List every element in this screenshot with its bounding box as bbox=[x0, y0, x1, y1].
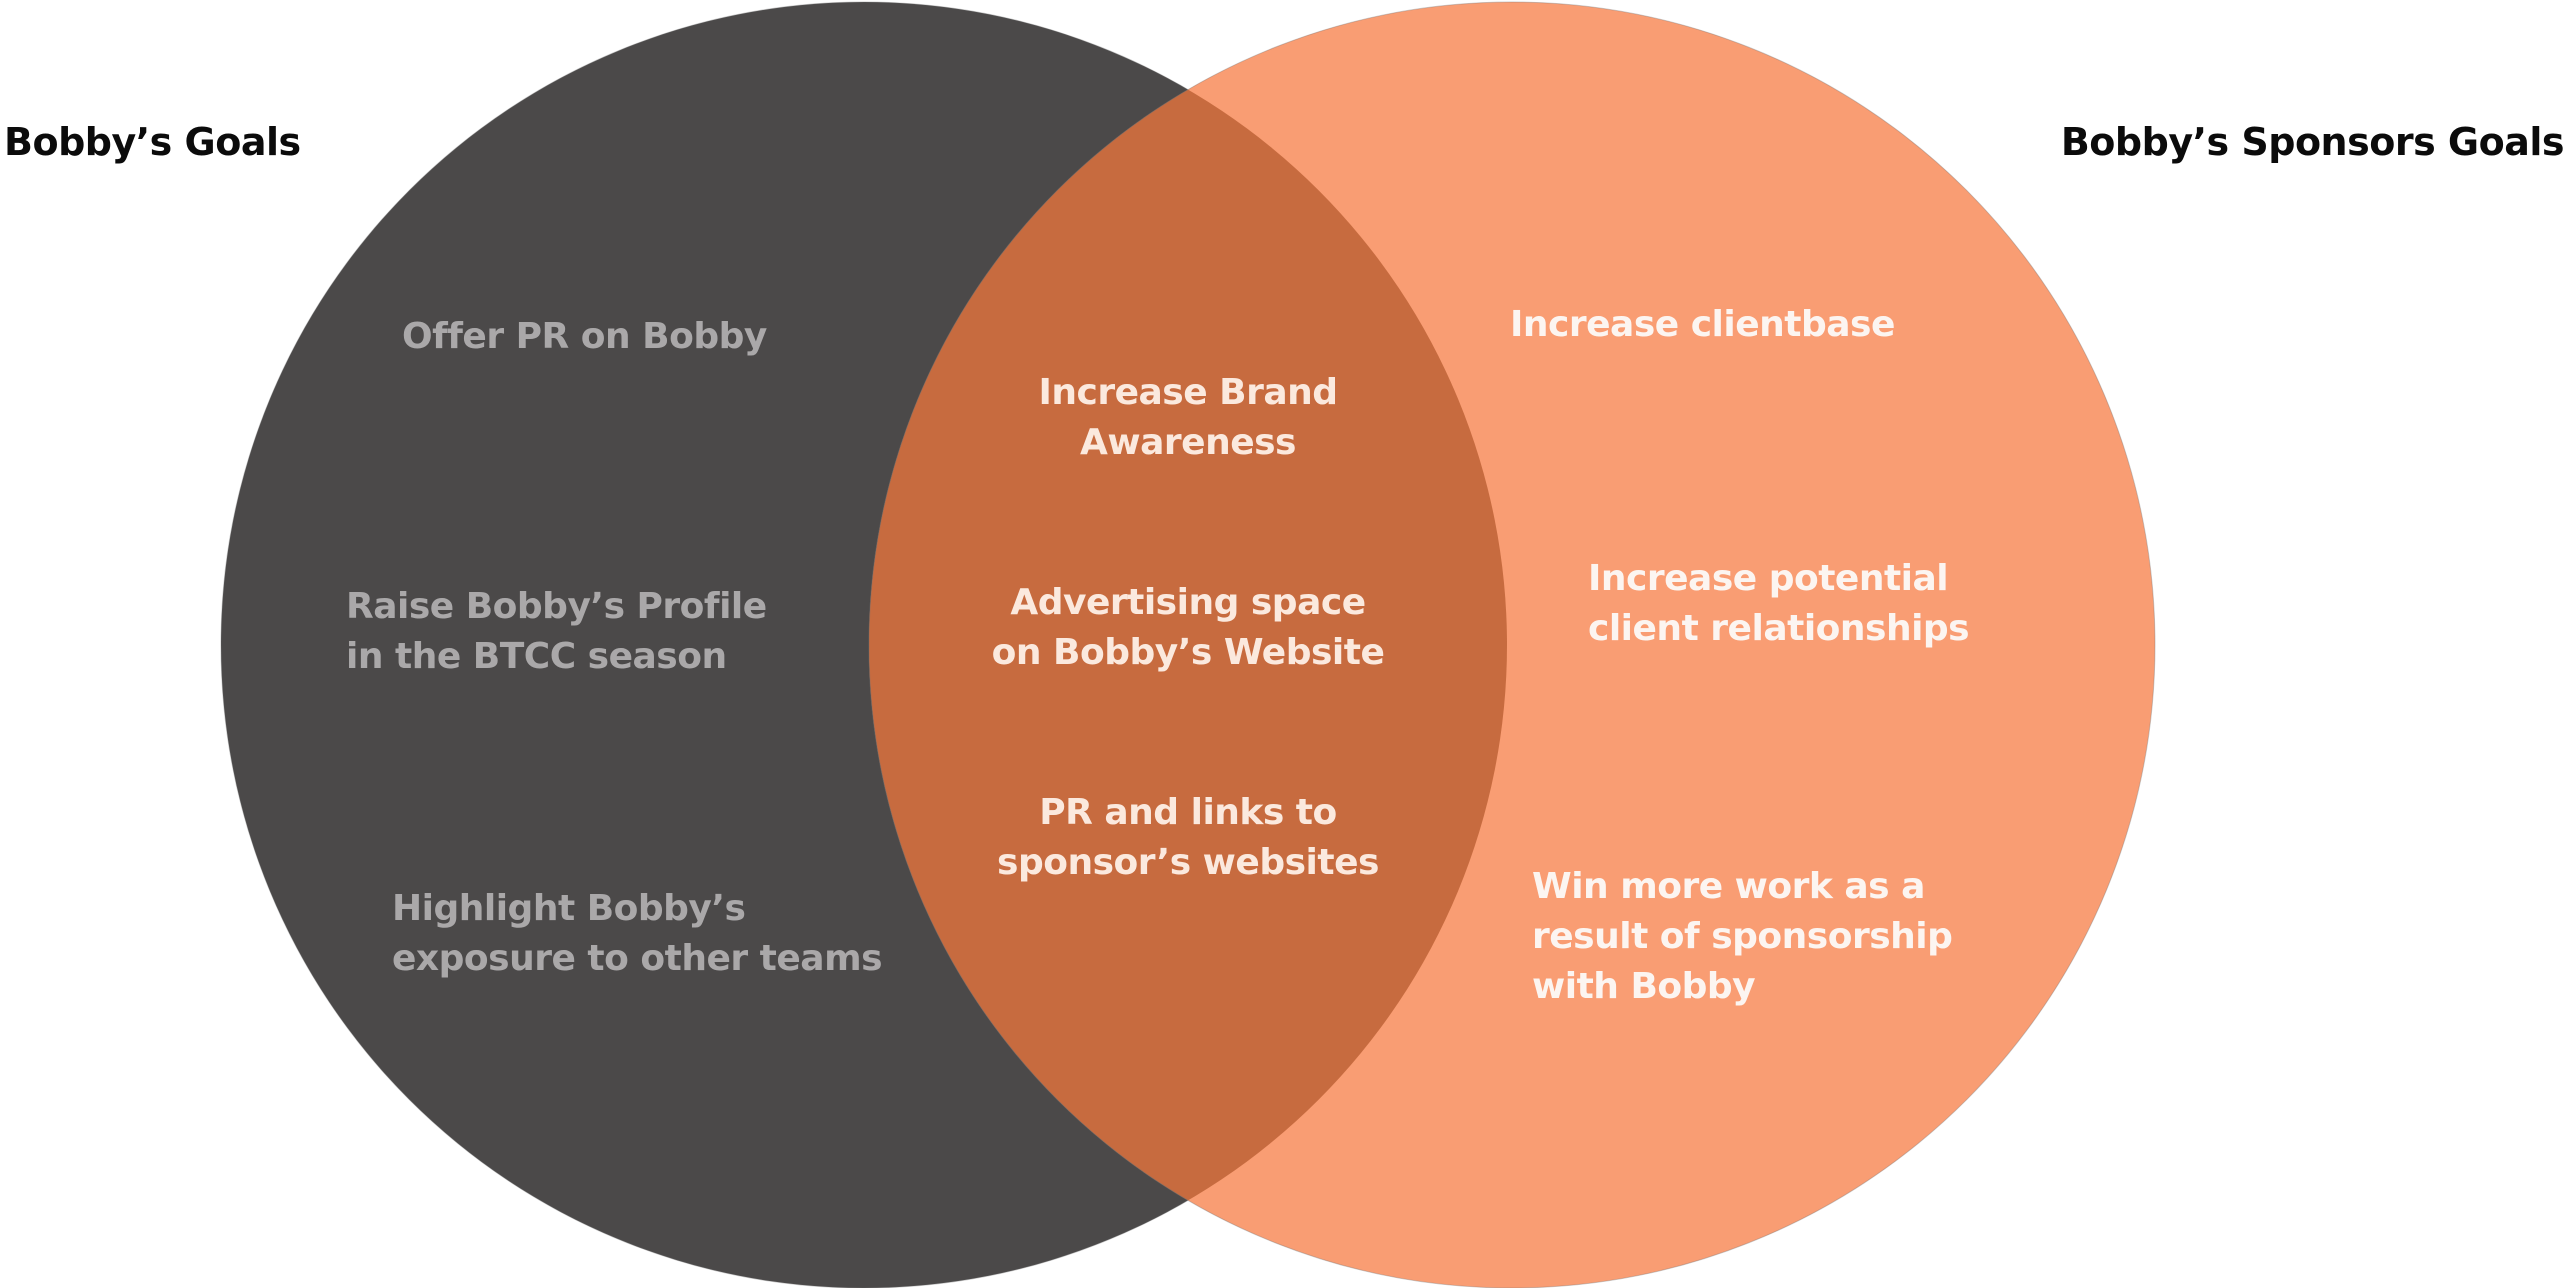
right-circle-item-client-relationships: Increase potential client relationships bbox=[1588, 558, 1970, 649]
overlap-item-brand-awareness: Increase Brand Awareness bbox=[1038, 372, 1338, 463]
right-circle-item-increase-clientbase: Increase clientbase bbox=[1510, 304, 1895, 345]
overlap-item-pr-links: PR and links to sponsor’s websites bbox=[997, 792, 1379, 883]
right-circle-title: Bobby’s Sponsors Goals bbox=[2060, 120, 2565, 164]
left-circle-item-highlight-exposure: Highlight Bobby’s exposure to other team… bbox=[392, 888, 883, 979]
left-circle-title: Bobby’s Goals bbox=[4, 120, 301, 164]
overlap-item-advertising-space: Advertising space on Bobby’s Website bbox=[991, 582, 1385, 673]
overlap-region-shape bbox=[868, 2, 1507, 1288]
left-circle-item-raise-profile: Raise Bobby’s Profile in the BTCC season bbox=[346, 586, 767, 677]
left-circle-item-offer-pr: Offer PR on Bobby bbox=[402, 316, 767, 357]
right-circle-item-win-more-work: Win more work as a result of sponsorship… bbox=[1532, 866, 1953, 1007]
